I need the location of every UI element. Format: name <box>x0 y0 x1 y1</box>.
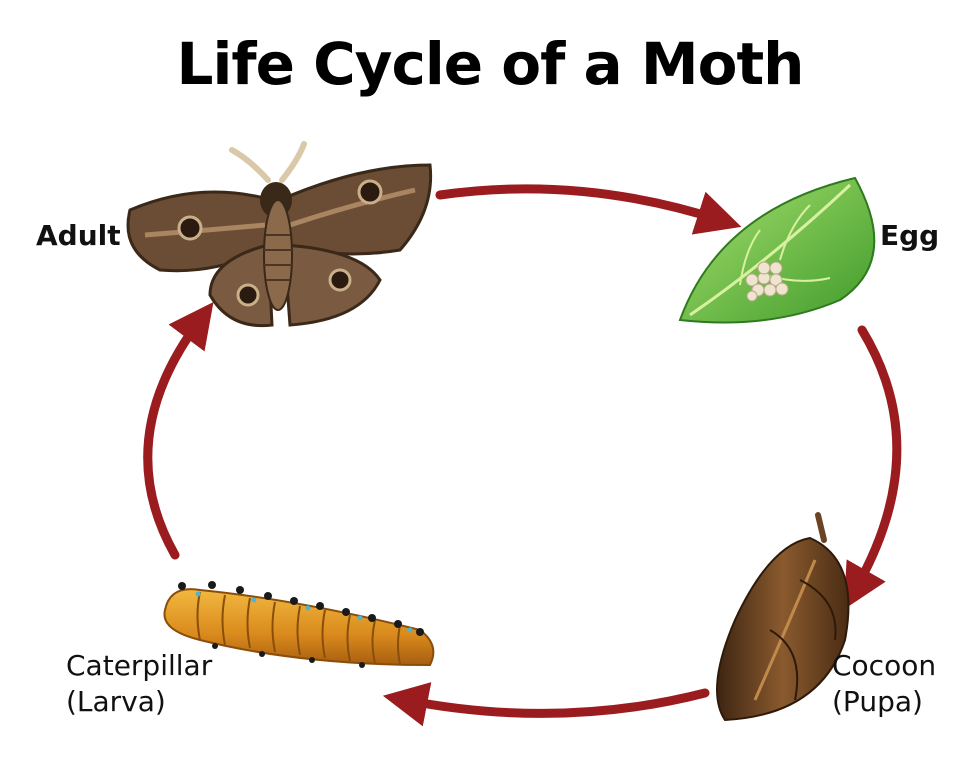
page-title: Life Cycle of a Moth <box>176 30 805 98</box>
arrow-adult-to-egg <box>435 184 742 235</box>
label-adult-text: Adult <box>36 219 121 252</box>
cocoon-icon <box>716 512 850 722</box>
caterpillar-icon <box>163 581 435 668</box>
arrow-egg-to-cocoon <box>843 325 902 610</box>
label-cocoon-line1: Cocoon <box>832 649 937 682</box>
label-caterpillar-line1: Caterpillar <box>66 649 213 682</box>
label-egg-text: Egg <box>880 219 940 252</box>
egg-cluster <box>745 261 789 302</box>
label-cocoon-line2: (Pupa) <box>832 685 923 718</box>
cycle-arrows <box>143 184 902 727</box>
arrow-cocoon-to-caterpillar <box>382 682 710 727</box>
label-caterpillar-line2: (Larva) <box>66 685 166 718</box>
moth-icon <box>126 141 433 328</box>
label-cocoon: Cocoon (Pupa) <box>832 648 936 720</box>
arrow-caterpillar-to-adult <box>143 301 214 560</box>
label-adult: Adult <box>36 218 121 254</box>
label-caterpillar: Caterpillar (Larva) <box>66 648 212 720</box>
label-egg: Egg <box>880 218 939 254</box>
leaf-eggs-icon <box>678 176 876 324</box>
